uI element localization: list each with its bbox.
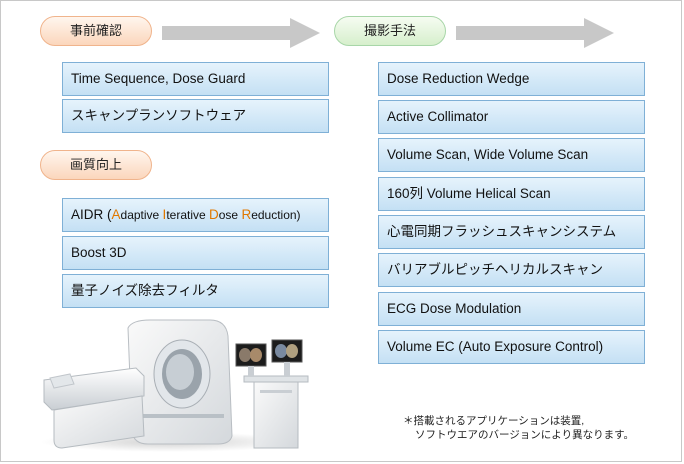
header-satsuei-shuhou: 撮影手法: [334, 16, 446, 46]
item-ecg-dose-modulation: ECG Dose Modulation: [378, 292, 645, 326]
aidr-r-rest: eduction): [251, 208, 301, 222]
aidr-a-rest: daptive: [120, 208, 163, 222]
item-dose-reduction-wedge: Dose Reduction Wedge: [378, 62, 645, 96]
header-jizen-kakunin: 事前確認: [40, 16, 152, 46]
header-gashitsu-koujou: 画質向上: [40, 150, 152, 180]
item-volume-ec: Volume EC (Auto Exposure Control): [378, 330, 645, 364]
arrow-right-1: [162, 18, 320, 48]
item-variable-pitch-helical: バリアブルピッチヘリカルスキャン: [378, 253, 645, 287]
ct-scanner-illustration: [40, 319, 309, 452]
item-active-collimator: Active Collimator: [378, 100, 645, 134]
item-aidr: AIDR (Adaptive Iterative Dose Reduction): [62, 198, 329, 232]
item-boost-3d: Boost 3D: [62, 236, 329, 270]
footnote: ＊搭載されるアプリケーションは装置, ソフトウエアのバージョンにより異なります。: [403, 414, 634, 442]
aidr-r: R: [241, 207, 252, 222]
aidr-i: I: [162, 207, 167, 222]
footnote-line-1: ＊搭載されるアプリケーションは装置,: [403, 415, 585, 427]
item-ecg-flash-scan: 心電同期フラッシュスキャンシステム: [378, 215, 645, 249]
footnote-line-2: ソフトウエアのバージョンにより異なります。: [415, 429, 635, 441]
arrow-right-2: [456, 18, 614, 48]
aidr-d: D: [209, 207, 219, 222]
item-scan-plan-software: スキャンプランソフトウェア: [62, 99, 329, 133]
aidr-prefix: AIDR (: [71, 207, 112, 222]
item-quantum-noise-filter: 量子ノイズ除去フィルタ: [62, 274, 329, 308]
item-volume-helical-scan: 160列 Volume Helical Scan: [378, 177, 645, 211]
item-volume-scan: Volume Scan, Wide Volume Scan: [378, 138, 645, 172]
aidr-d-rest: ose: [218, 208, 242, 222]
item-time-sequence: Time Sequence, Dose Guard: [62, 62, 329, 96]
aidr-a: A: [111, 207, 121, 222]
aidr-i-rest: terative: [166, 208, 209, 222]
